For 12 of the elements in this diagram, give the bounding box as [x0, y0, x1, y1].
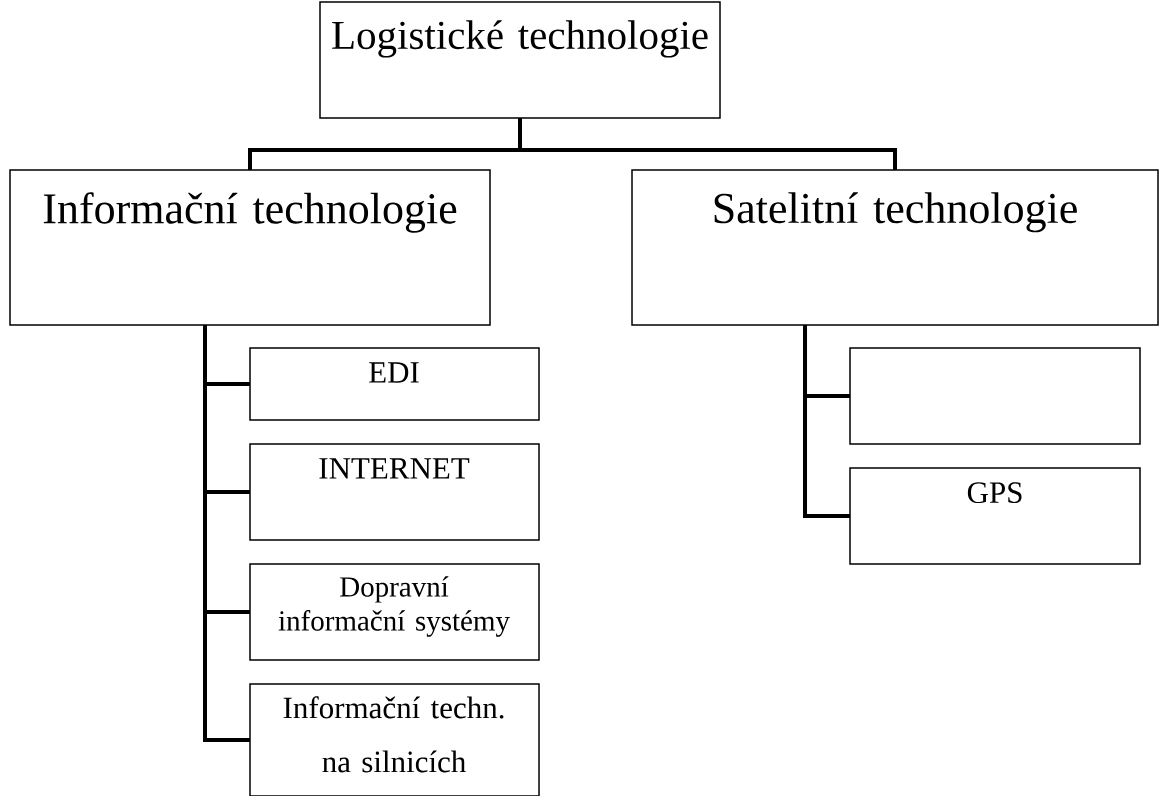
- box: EDI: [249, 347, 540, 421]
- box: INTERNET: [249, 443, 540, 541]
- box: Informační technologie: [9, 169, 491, 326]
- box: Informační techn. na silnicích: [249, 683, 540, 796]
- box: Satelitní technologie: [631, 169, 1159, 326]
- connector-line: [803, 325, 850, 518]
- box: Dopravní informační systémy: [249, 563, 540, 661]
- connector-line: [518, 118, 897, 170]
- connector-line: [203, 325, 250, 742]
- title-box: Logistické technologie: [319, 1, 721, 119]
- box: GPS: [849, 467, 1141, 565]
- empty-box: [849, 347, 1141, 445]
